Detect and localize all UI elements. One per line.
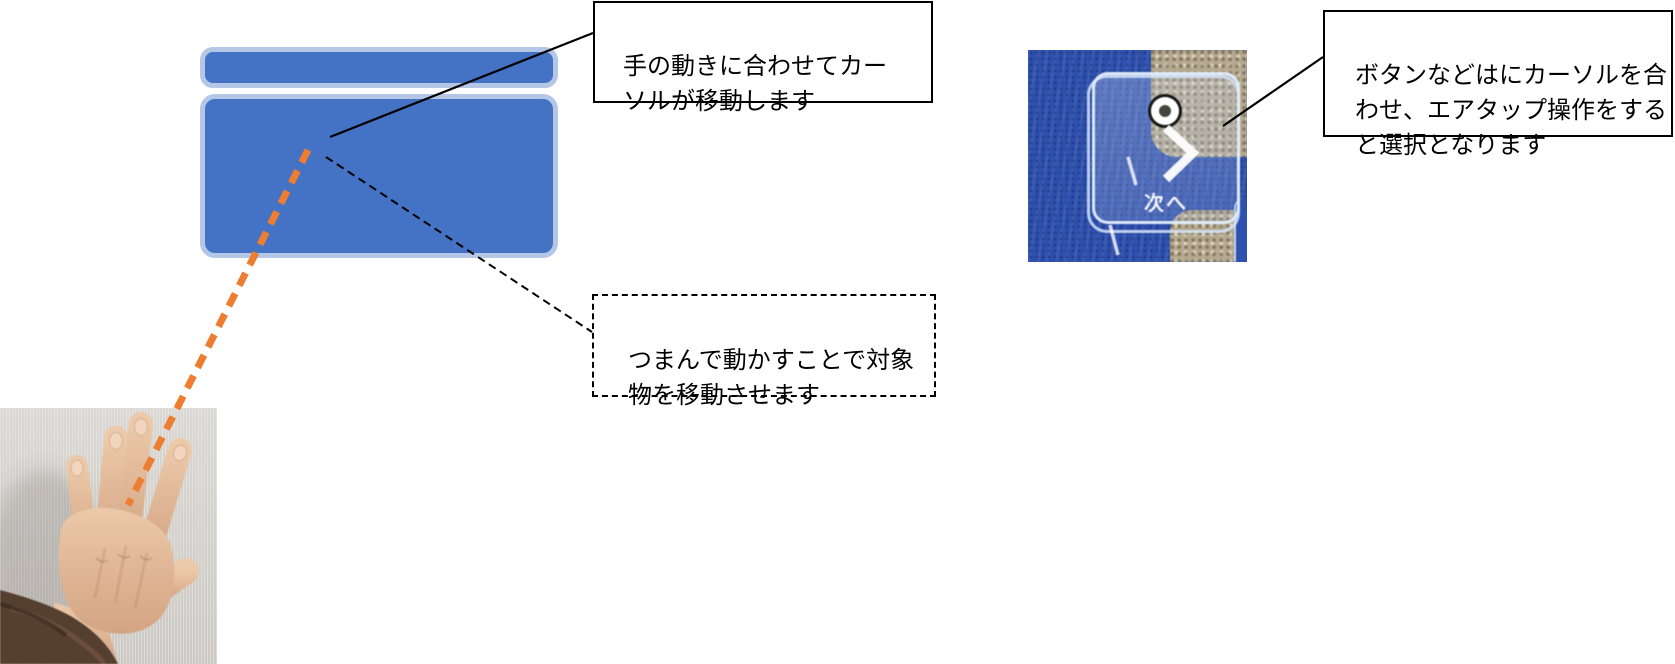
hand-illustration <box>0 412 199 664</box>
callout-move-cursor-text: 手の動きに合わせてカー ソルが移動します <box>623 53 887 115</box>
sleeve-shape <box>0 590 118 664</box>
gaze-cursor-core <box>1159 105 1171 117</box>
callout-air-tap: ボタンなどはにカーソルを合 わせ、エアタップ操作をする と選択となります <box>1323 10 1673 159</box>
gaze-cursor-icon <box>1148 94 1182 128</box>
callout-move-cursor: 手の動きに合わせてカー ソルが移動します <box>593 1 933 115</box>
chevron-right-icon <box>1162 124 1200 183</box>
hand-photo <box>0 408 217 664</box>
callout-pinch-move: つまんで動かすことで対象 物を移動させます <box>592 294 936 409</box>
window-titlebar-shape <box>200 47 558 88</box>
window-body-shape <box>200 94 558 258</box>
next-button[interactable]: 次へ <box>1092 72 1240 224</box>
callout-pinch-move-text: つまんで動かすことで対象 物を移動させます <box>628 347 915 409</box>
callout-air-tap-text: ボタンなどはにカーソルを合 わせ、エアタップ操作をする と選択となります <box>1355 62 1667 159</box>
hologram-button-photo: 次へ <box>1028 50 1247 262</box>
hologram-photo-content: 次へ <box>1028 50 1247 262</box>
next-button-label: 次へ <box>1144 193 1188 215</box>
